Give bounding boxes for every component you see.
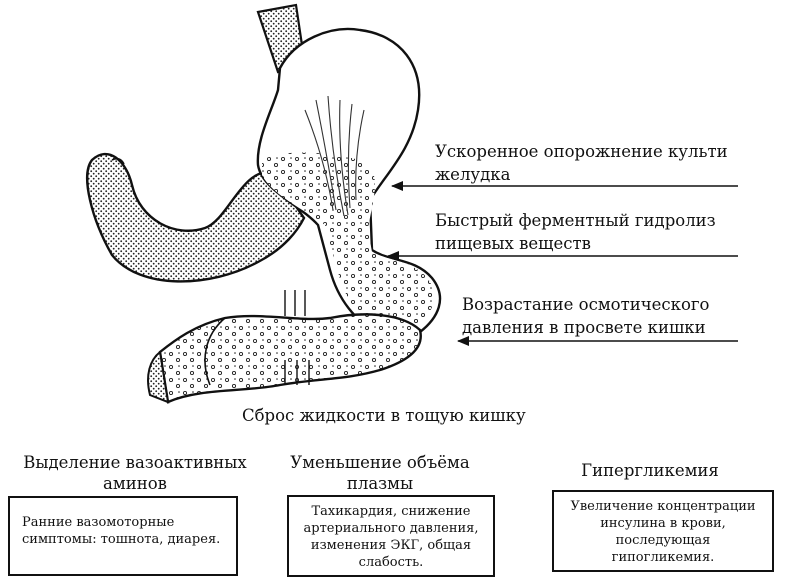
label-rapid-emptying: Ускоренное опорожнение культи желудка: [435, 142, 728, 184]
label-osmotic-pressure: Возрастание осмотического давления в про…: [462, 295, 710, 337]
heading-vasoactive-amines: Выделение вазоактивных аминов: [23, 453, 247, 493]
afferent-loop: [86, 153, 306, 283]
heading-plasma-volume: Уменьшение объёма плазмы: [290, 453, 470, 493]
caption-fluid-shift: Сброс жидкости в тощую кишку: [242, 406, 526, 425]
label-enzymatic-hydrolysis: Быстрый ферментный гидролиз пищевых веще…: [435, 211, 716, 253]
box-tachycardia: Тахикардия, снижение артериального давле…: [287, 495, 495, 577]
jejunum: [158, 313, 422, 404]
box-insulin: Увеличение концентрации инсулина в крови…: [552, 490, 774, 572]
box-vasomotor-symptoms: Ранние вазомоторные симптомы: тошнота, д…: [8, 496, 238, 576]
heading-hyperglycemia: Гипергликемия: [581, 461, 719, 480]
